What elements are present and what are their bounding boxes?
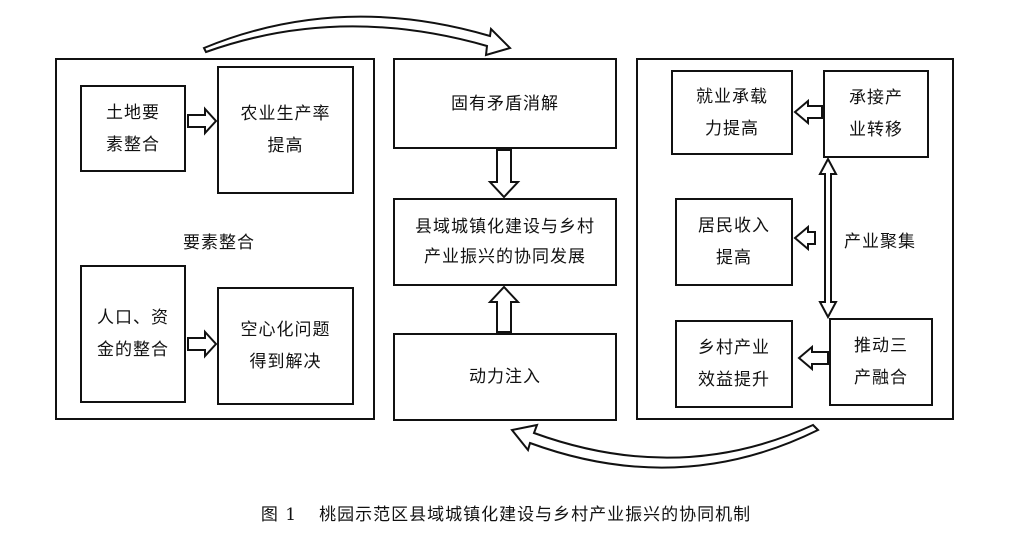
arrow-bottom-curve (510, 423, 820, 469)
arrow-top-curve (202, 15, 512, 57)
arrow-transfer-fusion-bidirectional (818, 156, 838, 320)
agri-productivity-box: 农业生产率 提高 (217, 66, 354, 194)
land-integration-text: 土地要 素整合 (106, 102, 160, 155)
hollowing-solved-text: 空心化问题 得到解决 (240, 320, 331, 372)
arrow-cluster-to-income (793, 224, 816, 252)
arrow-people-to-hollow (187, 329, 218, 359)
arrow-transfer-to-employment (793, 98, 823, 126)
income-box: 居民收入 提高 (675, 198, 793, 286)
income-text: 居民收入 提高 (698, 216, 770, 268)
people-capital-box: 人口、资 金的整合 (80, 265, 186, 403)
contradiction-box: 固有矛盾消解 (393, 58, 617, 149)
industry-transfer-text: 承接产 业转移 (849, 88, 903, 140)
synergy-box: 县域城镇化建设与乡村 产业振兴的协同发展 (393, 198, 617, 286)
three-industry-fusion-box: 推动三 产融合 (829, 318, 933, 406)
hollowing-solved-box: 空心化问题 得到解决 (217, 287, 354, 405)
three-industry-fusion-text: 推动三 产融合 (854, 336, 908, 388)
arrow-contradiction-to-synergy (487, 149, 521, 199)
rural-benefit-box: 乡村产业 效益提升 (675, 320, 793, 408)
land-integration-box: 土地要 素整合 (80, 85, 186, 172)
employment-box: 就业承载 力提高 (671, 70, 793, 155)
agri-productivity-text: 农业生产率 提高 (240, 104, 331, 156)
arrow-land-to-agri (187, 106, 218, 136)
employment-text: 就业承载 力提高 (696, 86, 768, 139)
people-capital-text: 人口、资 金的整合 (97, 308, 169, 360)
contradiction-text: 固有矛盾消解 (451, 93, 559, 114)
industry-transfer-box: 承接产 业转移 (823, 70, 929, 158)
power-injection-text: 动力注入 (469, 367, 541, 387)
figure-number: 图 1 (260, 505, 298, 525)
synergy-text: 县域城镇化建设与乡村 产业振兴的协同发展 (415, 217, 595, 267)
arrow-power-to-synergy (487, 285, 521, 333)
industry-cluster-label: 产业聚集 (844, 232, 916, 252)
factor-integration-label: 要素整合 (183, 233, 255, 253)
figure-title: 桃园示范区县域城镇化建设与乡村产业振兴的协同机制 (319, 505, 752, 525)
arrow-fusion-to-rural-benefit (797, 344, 829, 372)
power-injection-box: 动力注入 (393, 333, 617, 421)
rural-benefit-text: 乡村产业 效益提升 (698, 338, 770, 390)
figure-caption: 图 1 桃园示范区县域城镇化建设与乡村产业振兴的协同机制 (0, 500, 1012, 525)
